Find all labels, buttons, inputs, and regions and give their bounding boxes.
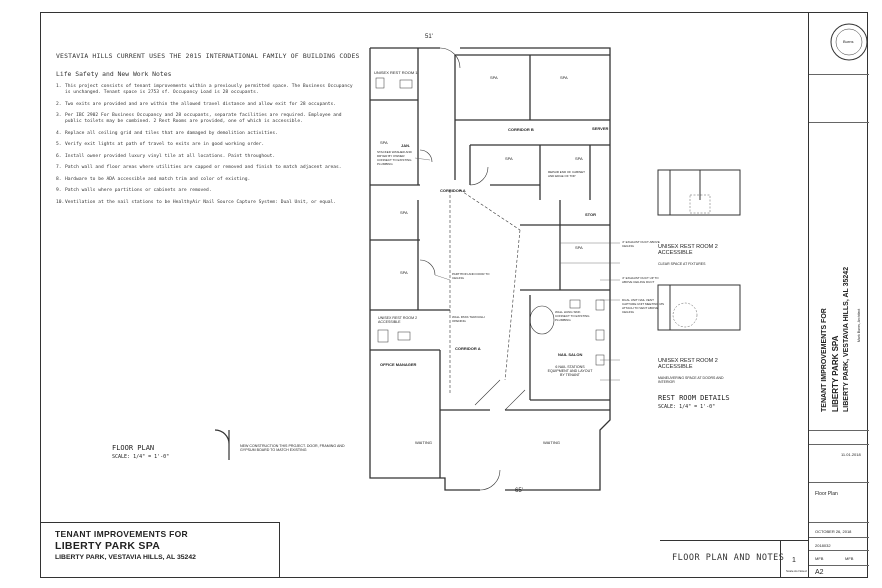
code-header: VESTAVIA HILLS CURRENT USES THE 2015 INT…	[56, 52, 360, 60]
room-spa: SPA	[560, 75, 568, 80]
drawn-by: MFB	[815, 556, 824, 561]
nail-salon-note: 6 NAIL STATIONS EQUIPMENT AND LAYOUT BY …	[547, 365, 593, 377]
note-item: 6.Install owner provided luxury vinyl ti…	[56, 153, 276, 159]
note-item: 4.Replace all ceiling grid and tiles tha…	[56, 130, 278, 136]
room-unisex-2: UNISEX REST ROOM 2 ACCESSIBLE	[378, 316, 418, 324]
room-spa: SPA	[505, 156, 513, 161]
callout-exhaust: 4" EXHAUST DUCT ABOVE CEILING	[622, 240, 660, 248]
room-waiting: WAITING	[543, 440, 560, 445]
checked-by: MFB	[845, 556, 854, 561]
detail-rr2b-title: UNISEX REST ROOM 2 ACCESSIBLE	[658, 358, 718, 370]
title-line-3: LIBERTY PARK, VESTAVIA HILLS, AL 35242	[55, 554, 196, 561]
room-spa: SPA	[490, 75, 498, 80]
drawing-date: OCTOBER 26, 2018	[815, 529, 852, 534]
legend-new-construction: NEW CONSTRUCTION THIS PROJECT. DOOR, FRA…	[240, 444, 345, 452]
sheet-title-rule	[660, 540, 808, 541]
general-notes: VESTAVIA HILLS CURRENT USES THE 2015 INT…	[56, 52, 360, 211]
issue-date: 11.01.2018	[841, 452, 861, 457]
room-server: SERVER	[592, 126, 609, 131]
sheet-number-divider	[780, 540, 781, 578]
note-item: 5.Verify exit lights at path of travel t…	[56, 142, 265, 147]
architect-seal	[830, 23, 868, 61]
detail-rr2-title: UNISEX REST ROOM 2 ACCESSIBLE	[658, 244, 718, 256]
room-corridor-a: CORRIDOR A	[440, 188, 466, 193]
detail-rr2-note: CLEAR SPACE AT FIXTURES	[658, 262, 706, 266]
note-item: 7.Patch wall and floor areas where utili…	[56, 165, 342, 170]
drawing-sheet-border	[40, 12, 868, 578]
vertical-project-line1: TENANT IMPROVEMENTS FOR	[821, 308, 828, 412]
note-item: 2.Two exits are provided and are within …	[56, 101, 337, 107]
room-corridor-b: CORRIDOR B	[508, 127, 534, 132]
title-line-2: LIBERTY PARK SPA	[55, 540, 161, 552]
callout-repair: REPAIR END OF CABINET AND EDGE OF TOP	[548, 170, 585, 178]
room-waiting: WAITING	[415, 440, 432, 445]
plan-label: Floor Plan	[815, 491, 838, 497]
bottom-dimension: 65'	[515, 488, 523, 494]
scale-note: Scale As Noted	[786, 569, 807, 573]
room-spa: SPA	[575, 245, 583, 250]
floor-plan-title: FLOOR PLAN	[112, 444, 155, 452]
right-title-column: Burns TENANT IMPROVEMENTS FOR LIBERTY PA…	[808, 12, 869, 578]
detail-title: REST ROOM DETAILS	[658, 394, 730, 402]
sheet-title: FLOOR PLAN AND NOTES	[672, 553, 785, 563]
title-line-1: TENANT IMPROVEMENTS FOR	[55, 529, 188, 539]
room-corridor-a-2: CORRIDOR A	[455, 346, 481, 351]
sheet-id: A2	[815, 569, 824, 576]
note-item: 3.Per IBC 2902 For Business Occupancy an…	[56, 113, 342, 124]
room-spa: SPA	[400, 270, 408, 275]
vertical-project-line2: LIBERTY PARK SPA	[831, 335, 840, 412]
notes-list: 1.This project consists of tenant improv…	[56, 84, 356, 206]
job-number: 2018032	[815, 543, 831, 548]
note-item: 9.Patch walls where partitions or cabine…	[56, 188, 212, 193]
note-item: 8.Hardware to be ADA accessible and matc…	[56, 176, 251, 182]
room-office-manager: OFFICE MANAGER	[380, 362, 417, 367]
vertical-project-line3: LIBERTY PARK, VESTAVIA HILLS, AL 35242	[843, 266, 850, 412]
sheet-number: 1	[792, 557, 796, 564]
title-block: TENANT IMPROVEMENTS FOR LIBERTY PARK SPA…	[40, 522, 280, 578]
callout-wall-sink: WALL HUNG SINK CONNECT TO EXISTING PLUMB…	[555, 310, 590, 322]
room-janitor: JAN.	[401, 143, 411, 148]
seal-text: Burns	[843, 39, 854, 44]
callout-dual-unit: DUAL UNIT NAIL VENT CAPTURE UNIT MEETING…	[622, 298, 664, 314]
room-nail-salon: NAIL SALON	[558, 352, 583, 357]
notes-subheader: Life Safety and New Work Notes	[56, 70, 172, 78]
floor-plan-scale: SCALE: 1/4" = 1'-0"	[112, 454, 170, 460]
top-dimension: 51'	[425, 34, 433, 40]
callout-wall-pass: WALL PASS THROUGH OPENING	[452, 315, 485, 323]
room-spa: SPA	[575, 156, 583, 161]
detail-rr2b-note: MANEUVERING SPACE AT DOORS AND INTERIOR	[658, 376, 724, 384]
note-item: 10.Ventilation at the nail stations to b…	[56, 199, 337, 205]
note-item: 1.This project consists of tenant improv…	[56, 84, 353, 95]
detail-scale: SCALE: 1/4" = 1'-0"	[658, 404, 716, 410]
vertical-architect: Mark Burns, Architect	[857, 308, 861, 342]
room-spa: SPA	[400, 210, 408, 215]
callout-washer: STACKED WASHER AND DRYER BY OWNER CONNEC…	[377, 150, 412, 166]
callout-partition: PARTITION AND DOOR TO CEILING	[452, 272, 490, 280]
room-storage: STOR	[585, 212, 597, 217]
room-spa: SPA	[380, 140, 388, 145]
room-unisex-1: UNISEX REST ROOM 1	[374, 70, 418, 75]
callout-exhaust-up: 4" EXHAUST DUCT UP TO ABOVE CEILING DUCT	[622, 276, 659, 284]
